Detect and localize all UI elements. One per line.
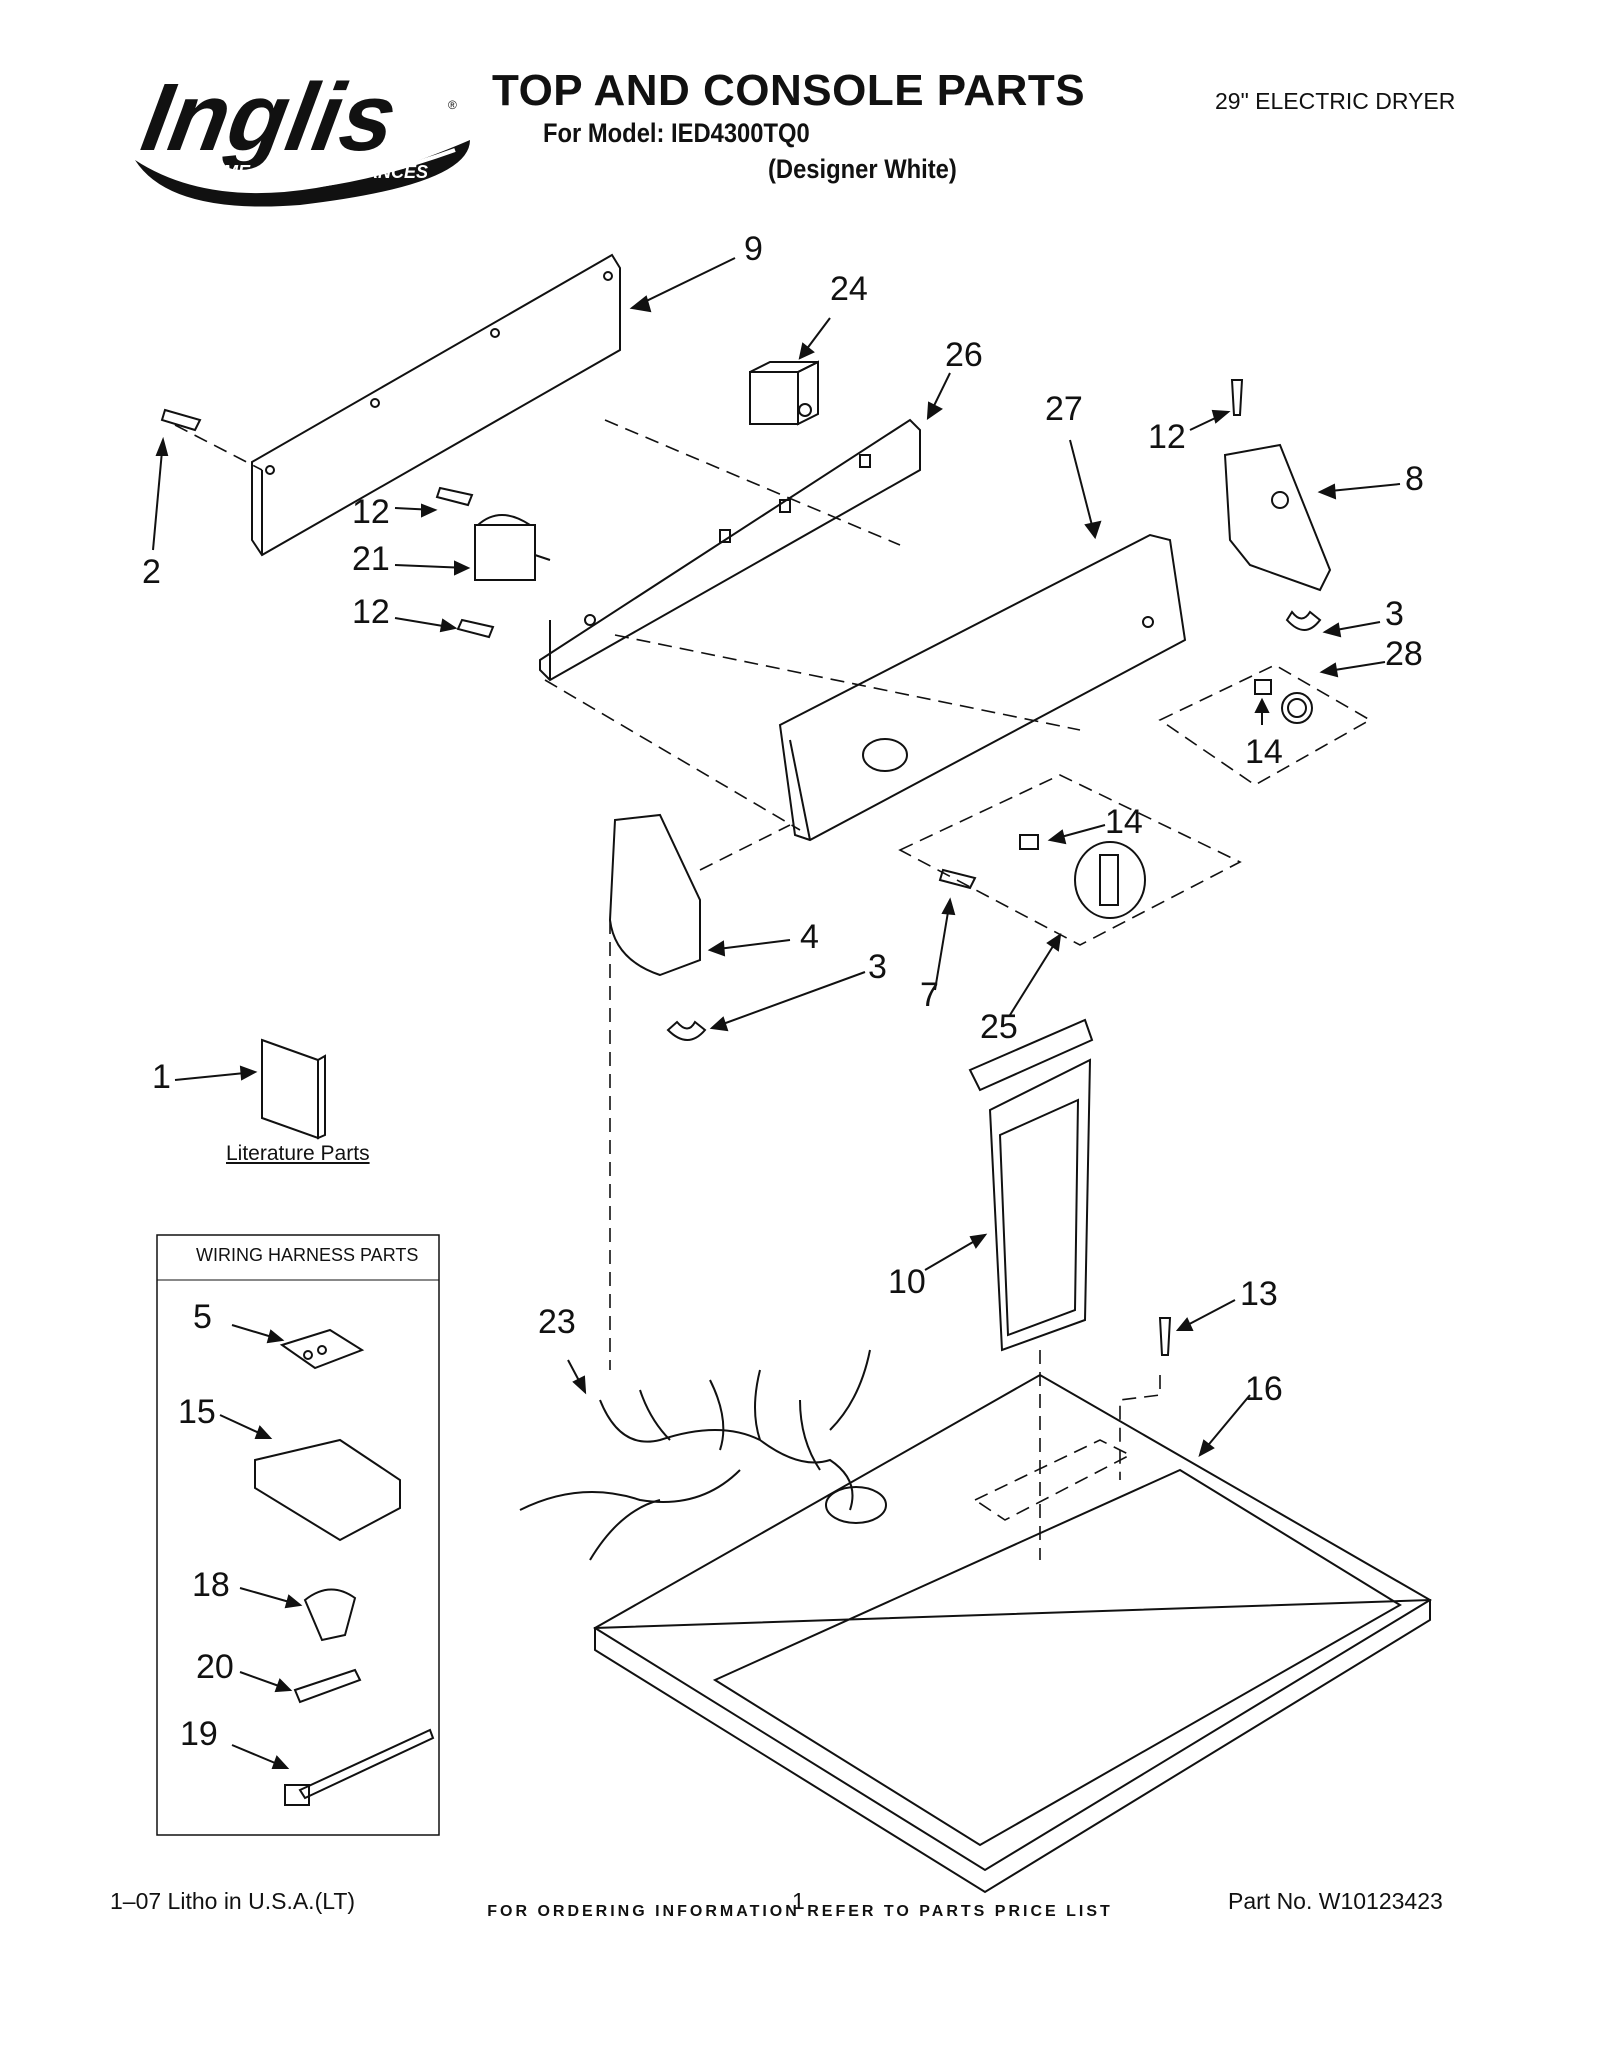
callout-25: 25 bbox=[980, 1008, 1018, 1046]
callout-3-right: 3 bbox=[1385, 595, 1404, 633]
callout-12-upper: 12 bbox=[352, 493, 390, 531]
part-21-timer bbox=[474, 514, 551, 581]
callout-2: 2 bbox=[142, 553, 161, 591]
callout-20: 20 bbox=[196, 1648, 234, 1686]
part-number: Part No. W10123423 bbox=[1228, 1888, 1443, 1914]
part-8-endcap bbox=[1223, 443, 1332, 592]
wiring-harness-title: WIRING HARNESS PARTS bbox=[196, 1245, 419, 1265]
part-2-screw bbox=[160, 408, 202, 432]
callout-18: 18 bbox=[192, 1566, 230, 1604]
callout-10: 10 bbox=[888, 1263, 926, 1301]
callout-5: 5 bbox=[193, 1298, 212, 1336]
logo-registered-mark: ® bbox=[448, 98, 457, 112]
callout-3-left: 3 bbox=[868, 948, 887, 986]
callout-28: 28 bbox=[1385, 635, 1423, 673]
callout-23: 23 bbox=[538, 1303, 576, 1341]
color-line: (Designer White) bbox=[768, 154, 957, 184]
callout-13: 13 bbox=[1240, 1275, 1278, 1313]
logo-tagline-home: HOME bbox=[196, 162, 250, 182]
model-line: For Model: IED4300TQ0 bbox=[543, 118, 810, 148]
literature-parts-label: Literature Parts bbox=[226, 1142, 370, 1165]
part-26-bracket bbox=[539, 418, 921, 682]
callout-14-center: 14 bbox=[1105, 803, 1143, 841]
callout-12-top-right: 12 bbox=[1148, 418, 1186, 456]
callout-26: 26 bbox=[945, 336, 983, 374]
ordering-info: FOR ORDERING INFORMATION REFER TO PARTS … bbox=[487, 1903, 1113, 1920]
callout-27: 27 bbox=[1045, 390, 1083, 428]
callout-19: 19 bbox=[180, 1715, 218, 1753]
part-9-panel bbox=[251, 253, 621, 557]
callout-7: 7 bbox=[920, 976, 939, 1014]
part-16-top-panel bbox=[593, 1373, 1432, 1894]
part-10-lint-filter bbox=[968, 1018, 1094, 1352]
callout-16: 16 bbox=[1245, 1370, 1283, 1408]
litho-note: 1–07 Litho in U.S.A.(LT) bbox=[110, 1888, 356, 1914]
part-4-endcap bbox=[608, 813, 701, 977]
page-title: TOP AND CONSOLE PARTS bbox=[492, 66, 1086, 115]
callout-1: 1 bbox=[152, 1058, 171, 1096]
part-23-wiring-harness bbox=[519, 1349, 871, 1561]
wiring-harness-box bbox=[156, 1234, 440, 1836]
callout-24: 24 bbox=[830, 270, 868, 308]
logo-wordmark: Inglis bbox=[135, 63, 405, 171]
inglis-logo: Inglis bbox=[135, 63, 470, 207]
part-27-console bbox=[778, 533, 1187, 842]
part-24-switch bbox=[749, 360, 819, 426]
product-type: 29" ELECTRIC DRYER bbox=[1215, 88, 1456, 114]
logo-tagline-appliances: APPLIANCES bbox=[312, 162, 429, 182]
page-number: 1 bbox=[792, 1888, 805, 1914]
callout-14-right: 14 bbox=[1245, 733, 1283, 771]
callout-9: 9 bbox=[744, 230, 763, 268]
callout-8: 8 bbox=[1405, 460, 1424, 498]
callout-21: 21 bbox=[352, 540, 390, 578]
callout-15: 15 bbox=[178, 1393, 216, 1431]
callout-4: 4 bbox=[800, 918, 819, 956]
callout-12-lower: 12 bbox=[352, 593, 390, 631]
